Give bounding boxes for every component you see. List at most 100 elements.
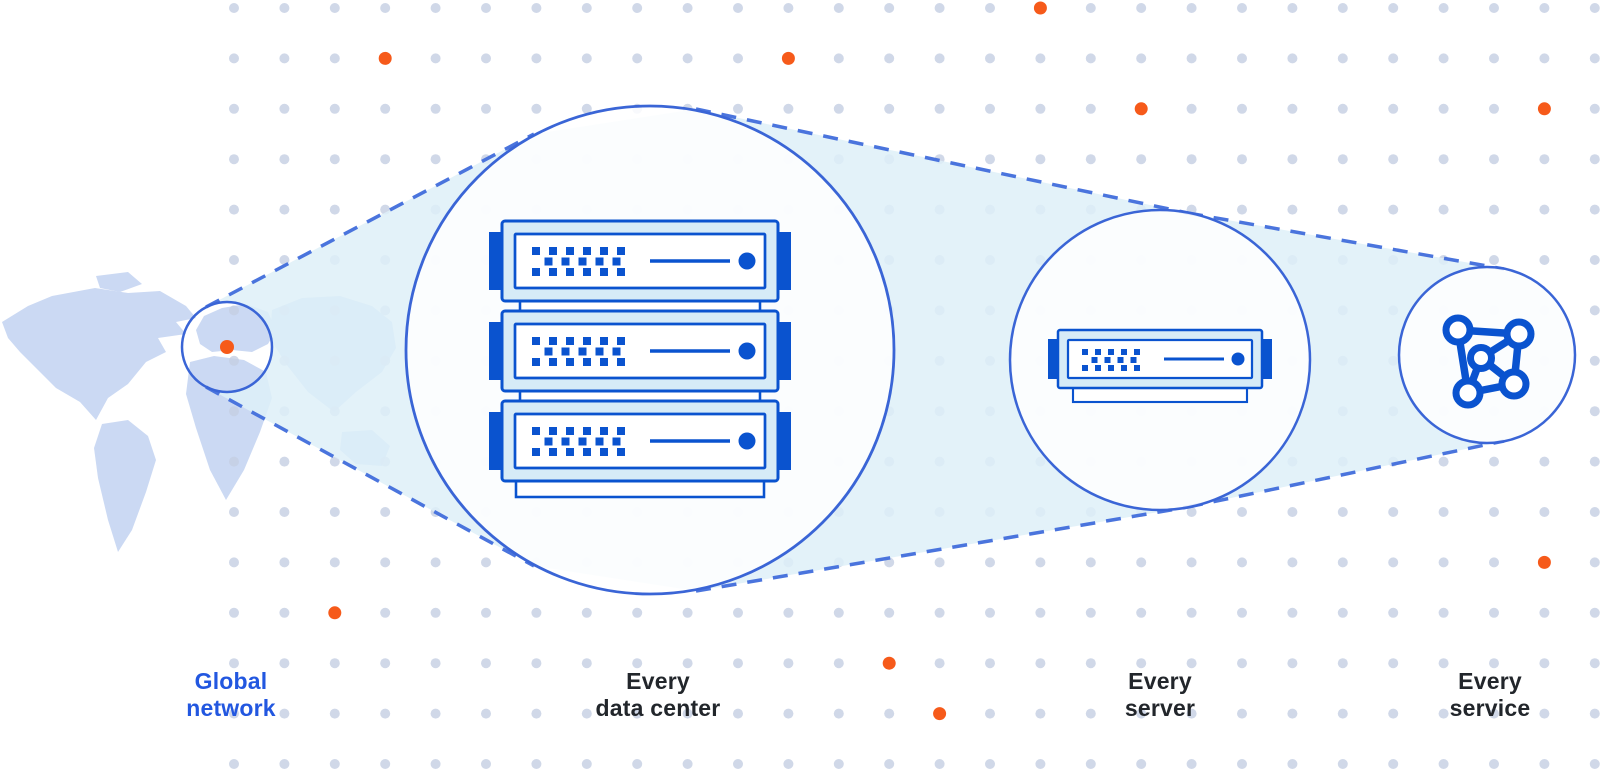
grid-dot: [229, 557, 239, 568]
server-led: [738, 432, 756, 450]
grid-dot: [1237, 3, 1247, 13]
accent-dot: [1033, 1, 1047, 15]
grid-dot: [380, 759, 391, 769]
label-line: Every: [626, 668, 690, 694]
grid-dot: [430, 557, 441, 568]
dither-pixel: [1095, 365, 1101, 371]
grid-dot: [733, 607, 743, 618]
dither-pixel: [532, 337, 540, 345]
dashed-tangent-line: [1187, 211, 1505, 271]
grid-dot: [733, 759, 743, 769]
grid-dot: [1186, 103, 1197, 114]
dither-pixel: [532, 247, 540, 255]
grid-dot: [1438, 759, 1449, 769]
dither-pixel: [1091, 357, 1098, 363]
grid-dot: [1237, 607, 1247, 618]
grid-dot: [1337, 759, 1348, 769]
grid-dot: [1237, 759, 1247, 769]
dither-pixel: [532, 358, 540, 366]
grid-dot: [279, 708, 290, 719]
grid-dot: [279, 3, 290, 13]
grid-dot: [1136, 708, 1147, 719]
dither-pixel: [1104, 357, 1111, 363]
grid-dot: [1589, 708, 1600, 719]
dither-pixel: [566, 427, 574, 435]
grid-dot: [985, 708, 995, 719]
dither-pixel: [566, 358, 574, 366]
accent-dot: [1537, 555, 1551, 569]
grid-dot: [1438, 3, 1449, 13]
grid-dot: [682, 759, 693, 769]
grid-dot: [1539, 255, 1550, 265]
grid-dot: [229, 305, 239, 316]
grid-dot: [229, 406, 239, 417]
dither-pixel: [549, 268, 557, 276]
dither-pixel: [544, 347, 553, 356]
grid-dot: [1136, 154, 1147, 165]
dither-pixel: [532, 268, 540, 276]
grid-dot: [1186, 3, 1197, 13]
grid-dot: [1388, 557, 1399, 568]
label-global-network: Global network: [186, 668, 276, 722]
grid-dot: [1237, 204, 1247, 215]
label-line: Global: [194, 668, 268, 694]
grid-dot: [1287, 204, 1298, 215]
dither-pixel: [600, 448, 608, 456]
grid-dot: [531, 607, 542, 618]
grid-dot: [581, 607, 592, 618]
grid-dot: [1489, 507, 1499, 517]
grid-dot: [1186, 53, 1197, 64]
grid-dot: [1539, 53, 1550, 64]
grid-dot: [1237, 658, 1247, 669]
grid-dot: [1337, 507, 1348, 517]
grid-dot: [229, 658, 239, 669]
grid-dot: [229, 456, 239, 467]
dither-pixel: [561, 437, 570, 446]
mesh-node: [1467, 344, 1495, 372]
grid-dot: [1136, 53, 1147, 64]
grid-dot: [833, 3, 844, 13]
grid-dot: [1489, 53, 1499, 64]
dither-pixel: [1130, 357, 1137, 363]
grid-dot: [1085, 53, 1096, 64]
grid-dot: [581, 759, 592, 769]
grid-dot: [229, 355, 239, 366]
grid-dot: [1186, 759, 1197, 769]
grid-dot: [1589, 658, 1600, 669]
grid-dot: [1539, 607, 1550, 618]
grid-dot: [1136, 557, 1147, 568]
dither-pixel: [578, 257, 587, 266]
grid-dot: [1489, 456, 1499, 467]
grid-dot: [1539, 3, 1550, 13]
accent-dot: [882, 656, 896, 670]
data-center-rack: [489, 219, 791, 499]
grid-dot: [481, 759, 491, 769]
dashed-tangent-line: [695, 107, 1189, 215]
grid-dot: [380, 658, 391, 669]
grid-dot: [531, 103, 542, 114]
grid-dot: [1035, 759, 1046, 769]
mesh-node: [1442, 314, 1474, 346]
grid-dot: [1186, 154, 1197, 165]
grid-dot: [783, 708, 794, 719]
grid-dot: [1337, 103, 1348, 114]
grid-dot: [1237, 154, 1247, 165]
grid-dot: [1085, 103, 1096, 114]
grid-dot: [1035, 557, 1046, 568]
grid-dot: [1237, 507, 1247, 517]
grid-dot: [329, 204, 340, 215]
grid-dot: [682, 53, 693, 64]
accent-dot: [328, 606, 342, 620]
grid-dot: [783, 3, 794, 13]
grid-dot: [985, 607, 995, 618]
grid-dot: [1035, 708, 1046, 719]
dither-pixel: [583, 337, 591, 345]
grid-dot: [1237, 103, 1247, 114]
label-every-server: Every server: [1125, 668, 1195, 722]
grid-dot: [430, 759, 441, 769]
grid-dot: [934, 103, 945, 114]
grid-dot: [531, 658, 542, 669]
dither-pixel: [532, 427, 540, 435]
